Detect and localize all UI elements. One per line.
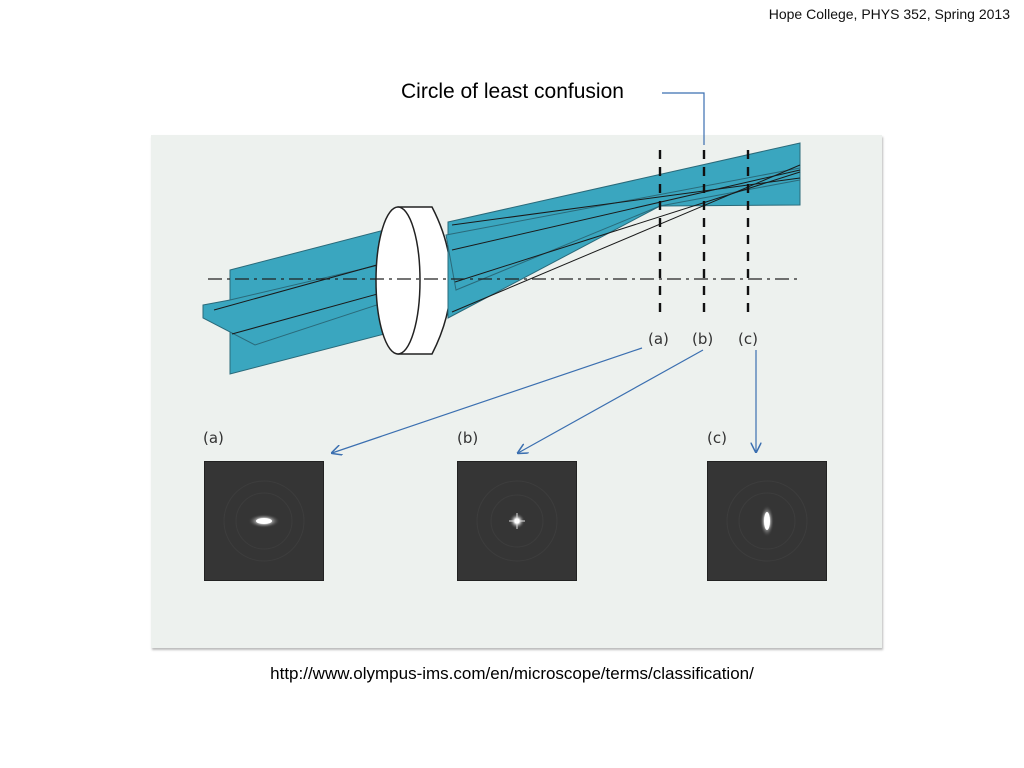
spot-image-c [707, 461, 827, 581]
spot-label-a: (a) [203, 429, 224, 447]
outgoing-ray-4 [451, 164, 801, 313]
spot-c-glow [726, 480, 808, 562]
incoming-ray-2 [231, 289, 393, 335]
lens-front-face [375, 206, 421, 355]
callout-circle-of-least-confusion: Circle of least confusion [401, 80, 624, 103]
outgoing-ray-1 [451, 177, 801, 226]
spot-label-b: (b) [457, 429, 479, 447]
course-label: Hope College, PHYS 352, Spring 2013 [768, 6, 1010, 22]
spot-image-b [457, 461, 577, 581]
callout-leader-line [662, 92, 705, 145]
spot-label-c: (c) [707, 429, 727, 447]
plane-label-c: (c) [738, 330, 758, 348]
spot-a-glow [223, 480, 305, 562]
plane-label-b: (b) [692, 330, 714, 348]
arrow-a [332, 347, 643, 453]
arrow-b [518, 349, 704, 453]
plane-label-a: (a) [648, 330, 669, 348]
outgoing-ray-3 [454, 171, 801, 283]
spot-image-a [204, 461, 324, 581]
outgoing-ray-2 [451, 169, 801, 251]
spot-b-glow [476, 480, 558, 562]
incoming-ray-1 [213, 262, 385, 311]
source-url: http://www.olympus-ims.com/en/microscope… [270, 664, 754, 683]
